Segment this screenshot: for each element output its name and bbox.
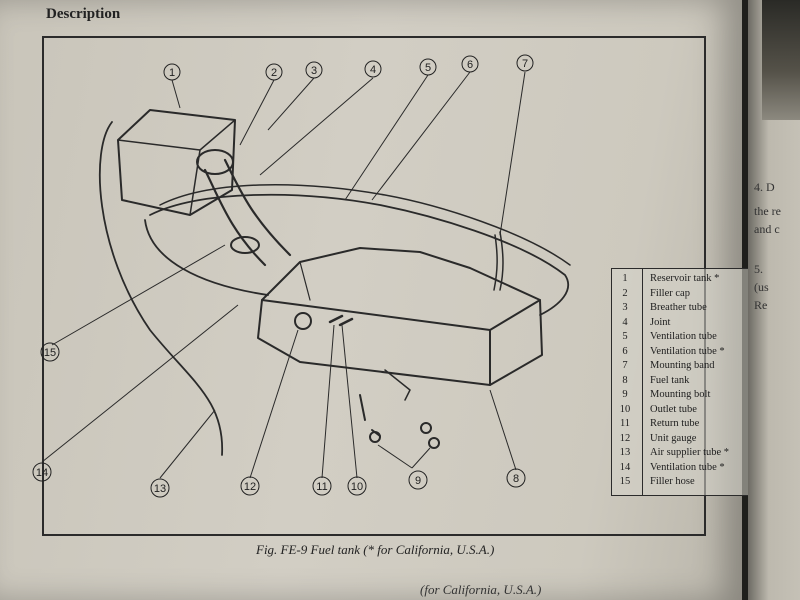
- callout-5: 5: [419, 58, 437, 76]
- section-heading: Description: [46, 6, 121, 22]
- reservoir-tank-drawing: [117, 109, 236, 216]
- svg-text:3: 3: [311, 65, 317, 77]
- facing-page-line: Re: [754, 298, 768, 312]
- svg-text:14: 14: [36, 467, 48, 479]
- svg-text:7: 7: [522, 58, 528, 70]
- unit-gauge-drawing: [294, 312, 312, 330]
- fuel-tank-drawing: [257, 247, 543, 386]
- callout-9: 9: [408, 470, 428, 490]
- svg-text:12: 12: [244, 481, 256, 493]
- svg-text:1: 1: [169, 67, 175, 79]
- svg-text:11: 11: [316, 481, 327, 493]
- facing-page-photo: [762, 0, 800, 120]
- manual-page: Description: [0, 0, 757, 600]
- mounting-band-drawing: [493, 231, 504, 291]
- callout-7: 7: [516, 54, 534, 72]
- callout-6: 6: [461, 55, 479, 73]
- svg-text:4: 4: [370, 64, 376, 76]
- facing-page-line: (us: [754, 280, 769, 294]
- ventilation-tube-left-drawing: [144, 219, 269, 296]
- facing-page: 4. D the re and c 5. (us Re: [748, 0, 800, 600]
- ventilation-tube-drawing: [149, 193, 570, 316]
- callout-11: 11: [312, 476, 332, 496]
- callout-3: 3: [305, 61, 323, 79]
- figure-caption: Fig. FE-9 Fuel tank (* for California, U…: [256, 542, 495, 557]
- callout-2: 2: [265, 63, 283, 81]
- facing-page-line: 4. D: [754, 180, 775, 194]
- callout-13: 13: [150, 478, 170, 498]
- svg-text:15: 15: [44, 347, 56, 359]
- callout-1: 1: [163, 63, 181, 81]
- svg-text:8: 8: [513, 473, 519, 485]
- svg-text:10: 10: [351, 481, 363, 493]
- air-supplier-tube-drawing: [98, 121, 223, 456]
- callout-14: 14: [32, 462, 52, 482]
- facing-page-line: 5.: [754, 262, 763, 276]
- callout-12: 12: [240, 476, 260, 496]
- legend-divider: [642, 269, 643, 495]
- svg-text:9: 9: [415, 475, 421, 487]
- callout-15: 15: [40, 342, 60, 362]
- fuel-tank-diagram: 1 2 3 4 5 6 7 8 9 10 11 12 13 14 15: [32, 54, 571, 498]
- svg-text:5: 5: [425, 62, 431, 74]
- svg-text:2: 2: [271, 67, 277, 79]
- callout-8: 8: [506, 468, 526, 488]
- facing-page-line: the re: [754, 204, 781, 218]
- svg-text:13: 13: [154, 483, 166, 495]
- svg-text:6: 6: [467, 59, 473, 71]
- callout-4: 4: [364, 60, 382, 78]
- callout-markers: 1 2 3 4 5 6 7 8 9 10 11 12 13 14 15: [32, 54, 534, 498]
- callout-10: 10: [347, 476, 367, 496]
- facing-page-line: and c: [754, 222, 780, 236]
- truncated-bottom-text: (for California, U.S.A.): [420, 582, 542, 597]
